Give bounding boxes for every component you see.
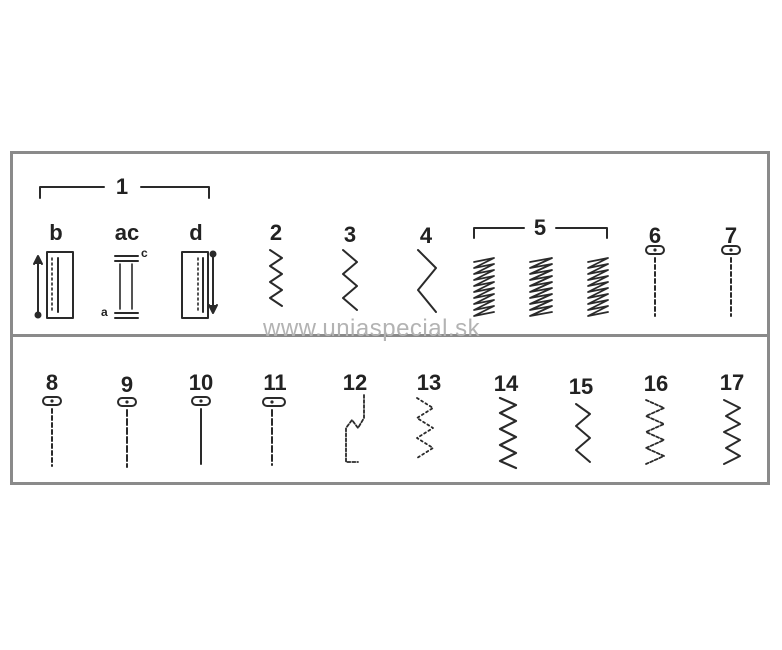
- buttonhole-d-icon: [181, 250, 218, 319]
- buttonhole-ac-label: ac: [114, 220, 140, 245]
- stitch-17-label: 17: [719, 370, 745, 395]
- stitch-16-icon: [645, 399, 665, 465]
- buttonhole-b-icon: [33, 251, 74, 319]
- stitch-chart-panel: [10, 151, 770, 485]
- buttonhole-a-sublabel: a: [101, 305, 108, 319]
- stitch-9-icon: [117, 397, 137, 468]
- stitch-11-label: 11: [263, 370, 287, 395]
- stitch-15-label: 15: [568, 374, 594, 399]
- group-1-label: 1: [115, 174, 129, 199]
- stitch-13-label: 13: [416, 370, 442, 395]
- stitch-15-icon: [575, 403, 591, 463]
- buttonhole-d-label: d: [189, 220, 203, 245]
- stitch-4-icon: [417, 249, 437, 313]
- stitch-13-icon: [416, 397, 434, 459]
- stitch-2-icon: [269, 249, 283, 307]
- group-5-bracket: [473, 227, 608, 239]
- stitch-10-label: 10: [188, 370, 214, 395]
- stitch-17-icon: [723, 399, 741, 465]
- stitch-5a-icon: [473, 257, 495, 317]
- stitch-6-label: 6: [648, 223, 662, 248]
- stitch-6-icon: [645, 245, 665, 317]
- stitch-5b-icon: [529, 257, 553, 317]
- group-1-bracket: [39, 186, 210, 199]
- stitch-10-icon: [191, 396, 211, 465]
- stitch-5c-icon: [587, 257, 609, 317]
- row-divider: [13, 334, 767, 337]
- stitch-16-label: 16: [643, 371, 669, 396]
- stitch-11-icon: [262, 397, 286, 466]
- buttonhole-ac-icon: [114, 255, 139, 319]
- stitch-14-icon: [498, 396, 518, 470]
- stitch-3-icon: [342, 249, 358, 311]
- stitch-9-label: 9: [120, 372, 134, 397]
- stitch-7-label: 7: [724, 223, 738, 248]
- stitch-3-label: 3: [343, 222, 357, 247]
- stitch-12-label: 12: [342, 370, 368, 395]
- watermark-text: www.uniaspecial.sk: [263, 315, 481, 342]
- group-5-label: 5: [533, 215, 547, 240]
- stitch-2-label: 2: [269, 220, 283, 245]
- stitch-8-icon: [42, 396, 62, 467]
- stitch-12-icon: [345, 394, 365, 463]
- buttonhole-c-sublabel: c: [141, 246, 148, 260]
- stitch-4-label: 4: [419, 223, 433, 248]
- stitch-8-label: 8: [45, 370, 59, 395]
- stitch-7-icon: [721, 245, 741, 317]
- buttonhole-b-label: b: [49, 220, 63, 245]
- stitch-14-label: 14: [493, 371, 519, 396]
